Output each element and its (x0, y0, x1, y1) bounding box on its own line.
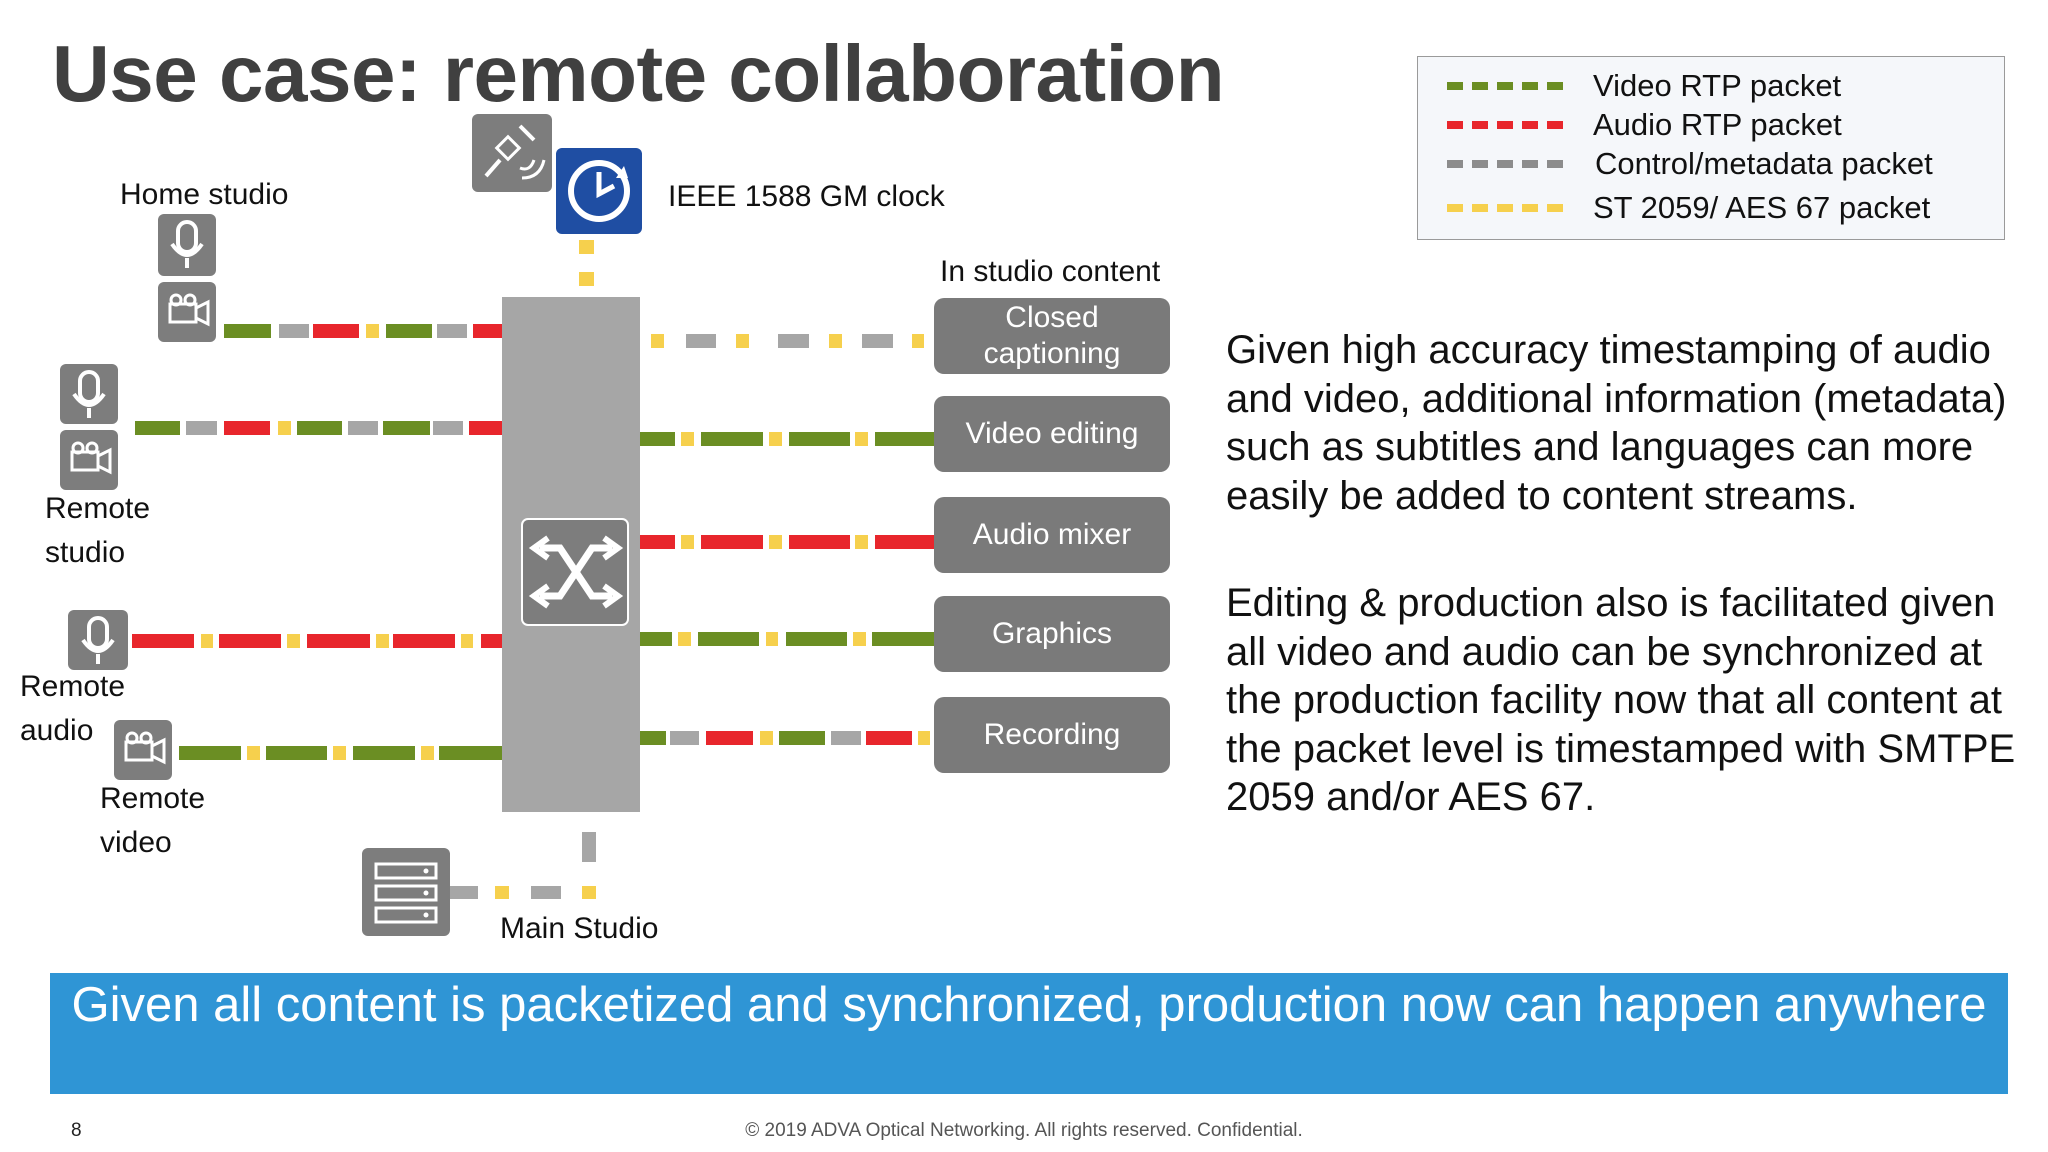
audio-mixer-label: Audio mixer (972, 518, 1132, 551)
clock-label: IEEE 1588 GM clock (668, 180, 945, 213)
legend-label: ST 2059/ AES 67 packet (1593, 190, 1931, 225)
clock-icon (556, 148, 642, 234)
audio-mixer-line (640, 535, 935, 549)
recording-box: Recording (934, 697, 1170, 773)
main-studio-label: Main Studio (500, 912, 659, 945)
remote-studio-label-2: studio (45, 536, 126, 569)
recording-line (640, 731, 930, 745)
remote-audio-label-1: Remote (20, 670, 126, 703)
st2059-swatch (1447, 204, 1563, 212)
summary-banner: Given all content is packetized and sync… (50, 973, 2008, 1094)
page-number: 8 (71, 1120, 82, 1141)
slide-title: Use case: remote collaboration (52, 29, 1225, 118)
in-studio-label: In studio content (940, 255, 1161, 288)
paragraph-timestamping: Given high accuracy timestamping of audi… (1226, 328, 2007, 518)
camera-icon (158, 282, 216, 342)
footer-copyright: © 2019 ADVA Optical Networking. All righ… (745, 1120, 1303, 1141)
clock-sync-line (579, 240, 594, 286)
microphone-icon (60, 364, 118, 424)
video-editing-label: Video editing (965, 417, 1139, 450)
server-icon (362, 848, 450, 936)
paragraph-editing: Editing & production also is facilitated… (1226, 581, 2016, 820)
audio-mixer-box: Audio mixer (934, 497, 1170, 573)
closed-captioning-box: Closed captioning (934, 298, 1170, 374)
remote-audio-line (132, 634, 502, 648)
video-editing-line (640, 432, 935, 446)
remote-video-label-2: video (100, 826, 172, 859)
remote-studio-line (135, 421, 502, 435)
camera-icon (114, 720, 172, 780)
closed-captioning-line-1: Closed (1005, 301, 1099, 334)
recording-label: Recording (983, 718, 1121, 751)
home-studio-line (224, 324, 502, 338)
remote-video-label-1: Remote (100, 782, 206, 815)
audio-swatch (1447, 121, 1563, 129)
main-studio-line (450, 832, 596, 899)
graphics-label: Graphics (991, 617, 1113, 650)
video-swatch (1447, 82, 1563, 90)
legend-label: Video RTP packet (1593, 68, 1842, 103)
graphics-box: Graphics (934, 596, 1170, 672)
legend-control: Control/metadata packet (1417, 144, 2005, 184)
camera-icon (60, 430, 118, 490)
remote-video-line (179, 746, 502, 760)
microphone-icon (68, 610, 128, 670)
control-swatch (1447, 160, 1563, 168)
captioning-line (651, 334, 924, 348)
legend-st2059: ST 2059/ AES 67 packet (1417, 188, 2005, 228)
legend-label: Audio RTP packet (1593, 107, 1842, 142)
remote-studio-label-1: Remote (45, 492, 151, 525)
video-editing-box: Video editing (934, 396, 1170, 472)
remote-audio-label-2: audio (20, 714, 94, 747)
legend-video-rtp: Video RTP packet (1417, 66, 2005, 106)
banner-text: Given all content is packetized and sync… (71, 978, 1987, 1032)
switch-icon (521, 518, 629, 626)
graphics-line (640, 632, 935, 646)
legend-label: Control/metadata packet (1595, 146, 1933, 181)
legend-audio-rtp: Audio RTP packet (1417, 105, 2005, 145)
satellite-icon (472, 114, 552, 192)
closed-captioning-line-2: captioning (983, 337, 1121, 370)
legend-rows: Video RTP packet Audio RTP packet Contro… (1417, 56, 2005, 240)
microphone-icon (158, 214, 216, 276)
home-studio-label: Home studio (120, 178, 289, 211)
